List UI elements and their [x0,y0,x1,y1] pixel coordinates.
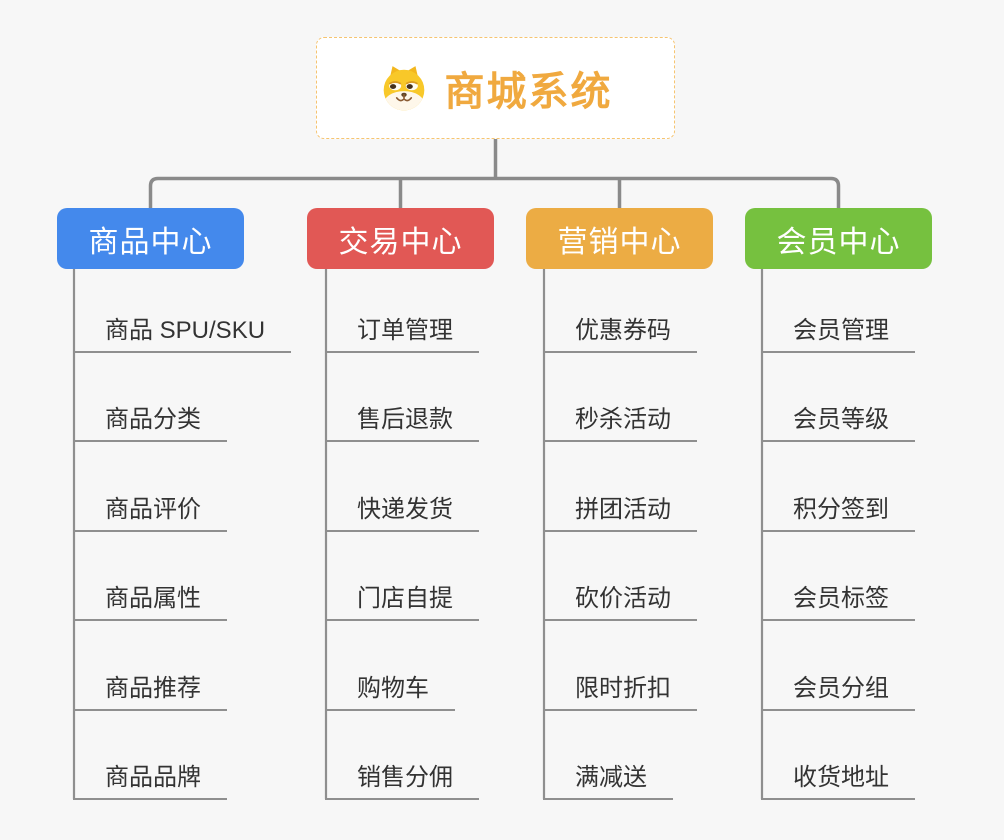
topic-item[interactable]: 会员等级 [761,400,915,442]
topic-item[interactable]: 收货地址 [761,758,915,800]
topic-item[interactable]: 销售分佣 [325,758,479,800]
branch-trunk-lines [72,269,764,799]
topic-item[interactable]: 限时折扣 [543,669,697,711]
branch-node-member-center[interactable]: 会员中心 [745,208,932,269]
branch-node-marketing-center[interactable]: 营销中心 [526,208,713,269]
topic-item[interactable]: 会员标签 [761,579,915,621]
topic-item[interactable]: 优惠券码 [543,311,697,353]
topic-item[interactable]: 满减送 [543,758,673,800]
root-node[interactable]: 商城系统 [316,37,675,139]
topic-item[interactable]: 门店自提 [325,579,479,621]
topic-item[interactable]: 商品分类 [73,400,227,442]
shiba-dog-icon [379,63,429,113]
topic-item[interactable]: 快递发货 [325,490,479,532]
topic-item[interactable]: 商品品牌 [73,758,227,800]
topic-item[interactable]: 商品 SPU/SKU [73,311,292,353]
branch-node-product-center[interactable]: 商品中心 [57,208,244,269]
root-branch-connectors [148,139,841,209]
branch-node-trade-center[interactable]: 交易中心 [307,208,494,269]
topic-item[interactable]: 商品评价 [73,490,227,532]
topic-item[interactable]: 秒杀活动 [543,400,697,442]
topic-item[interactable]: 拼团活动 [543,490,697,532]
root-title: 商城系统 [444,70,613,114]
topic-item[interactable]: 商品属性 [73,579,227,621]
topic-item[interactable]: 商品推荐 [73,669,227,711]
topic-item[interactable]: 会员分组 [761,669,915,711]
topic-item[interactable]: 购物车 [325,669,455,711]
topic-item[interactable]: 积分签到 [761,490,915,532]
topic-item[interactable]: 会员管理 [761,311,915,353]
topic-item[interactable]: 售后退款 [325,400,479,442]
topic-item[interactable]: 砍价活动 [543,579,697,621]
topic-item[interactable]: 订单管理 [325,311,479,353]
